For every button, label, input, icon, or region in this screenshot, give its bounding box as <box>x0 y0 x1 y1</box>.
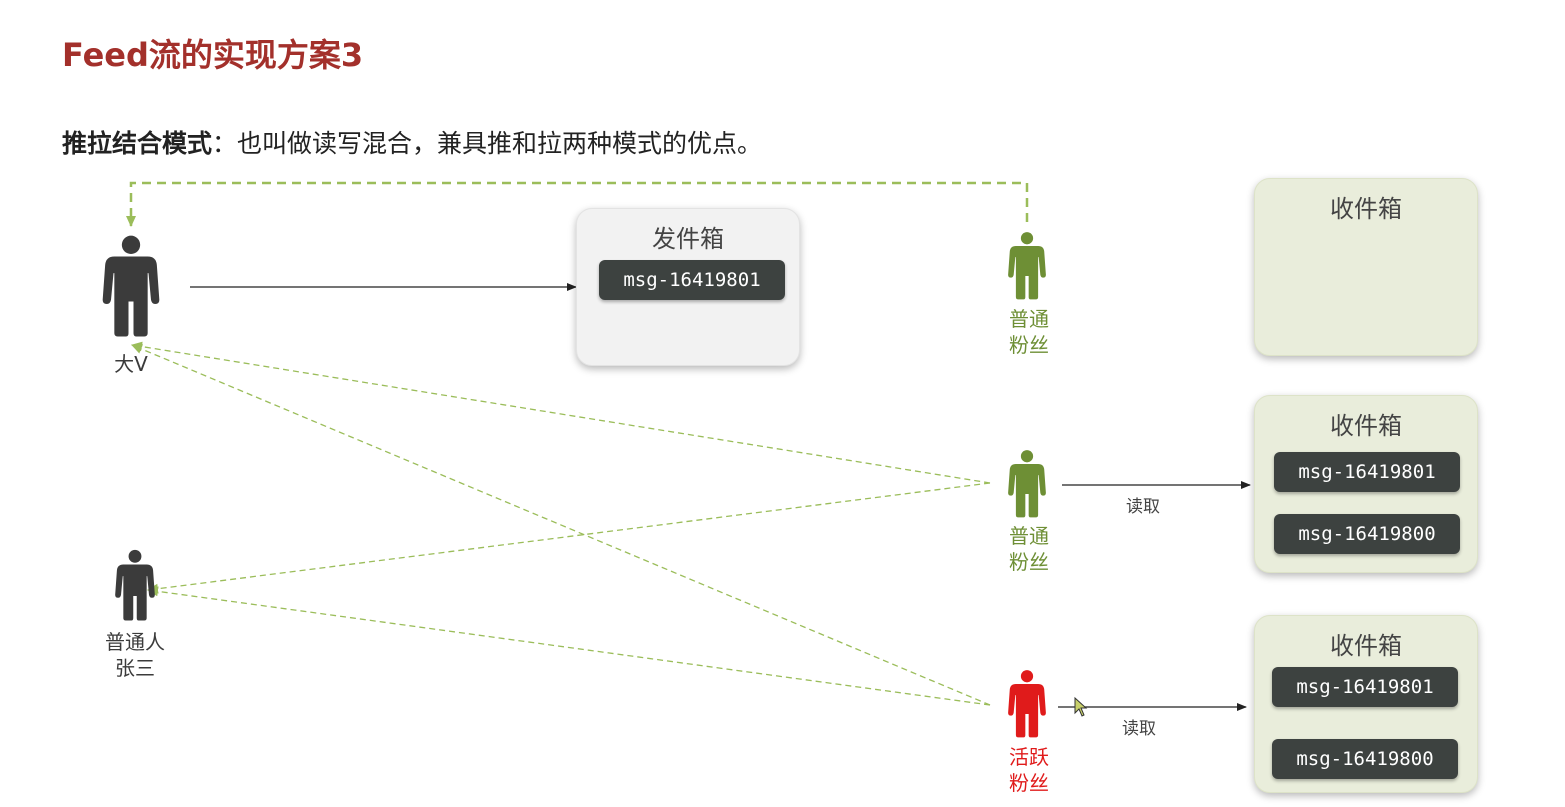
inbox-mid-message-1: msg-16419801 <box>1274 452 1460 492</box>
fan-top-label-line1: 普通 <box>1009 307 1049 331</box>
inbox-mid-message-2: msg-16419800 <box>1274 514 1460 554</box>
person-icon-fan-top <box>1008 232 1046 300</box>
inbox-mid-title: 收件箱 <box>1330 412 1402 440</box>
inbox-active-title: 收件箱 <box>1330 632 1402 660</box>
ordinary-label-line2: 张三 <box>115 656 155 680</box>
page-subtitle: 推拉结合模式：也叫做读写混合，兼具推和拉两种模式的优点。 <box>62 124 762 160</box>
pull-link-active-to-ordinary <box>147 586 991 706</box>
read-label-active: 读取 <box>1122 719 1156 739</box>
ordinary-label-line1: 普通人 <box>105 630 165 654</box>
pull-link-mid-to-ordinary <box>147 482 991 594</box>
big-v-label: 大V <box>114 352 148 376</box>
inbox-top-title: 收件箱 <box>1330 195 1402 223</box>
follow-link-top-fan <box>126 181 1029 227</box>
pull-link-active-to-bigv <box>131 344 991 706</box>
read-label-mid: 读取 <box>1126 497 1160 517</box>
fan-active-label-line2: 粉丝 <box>1009 771 1049 795</box>
outbox-message: msg-16419801 <box>599 260 785 300</box>
person-icon-big-v <box>102 235 160 337</box>
inbox-active-message-1: msg-16419801 <box>1272 667 1458 707</box>
inbox-mid-fan: 收件箱 msg-16419801 msg-16419800 <box>1254 395 1478 573</box>
inbox-active-fan: 收件箱 msg-16419801 msg-16419800 <box>1254 615 1478 793</box>
fan-mid-label-line2: 粉丝 <box>1009 550 1049 574</box>
fan-active-label: 活跃 粉丝 <box>997 744 1061 796</box>
fan-mid-label: 普通 粉丝 <box>997 523 1061 575</box>
inbox-top-fan: 收件箱 <box>1254 178 1478 356</box>
fan-top-label-line2: 粉丝 <box>1009 333 1049 357</box>
person-icon-ordinary <box>115 549 155 621</box>
fan-active-label-line1: 活跃 <box>1009 745 1049 769</box>
outbox-title: 发件箱 <box>652 225 724 253</box>
subtitle-rest: ：也叫做读写混合，兼具推和拉两种模式的优点。 <box>212 129 763 158</box>
mouse-cursor-icon <box>1074 696 1088 717</box>
subtitle-bold: 推拉结合模式 <box>62 129 213 158</box>
pull-link-mid-to-bigv <box>131 341 991 484</box>
fan-mid-label-line1: 普通 <box>1009 524 1049 548</box>
inbox-active-message-2: msg-16419800 <box>1272 739 1458 779</box>
fan-top-label: 普通 粉丝 <box>997 306 1061 358</box>
person-icon-fan-mid <box>1008 450 1046 518</box>
outbox: 发件箱 msg-16419801 <box>576 208 800 366</box>
ordinary-person-label: 普通人 张三 <box>95 629 175 681</box>
person-icon-fan-active <box>1008 670 1046 738</box>
page-title: Feed流的实现方案3 <box>62 36 364 74</box>
